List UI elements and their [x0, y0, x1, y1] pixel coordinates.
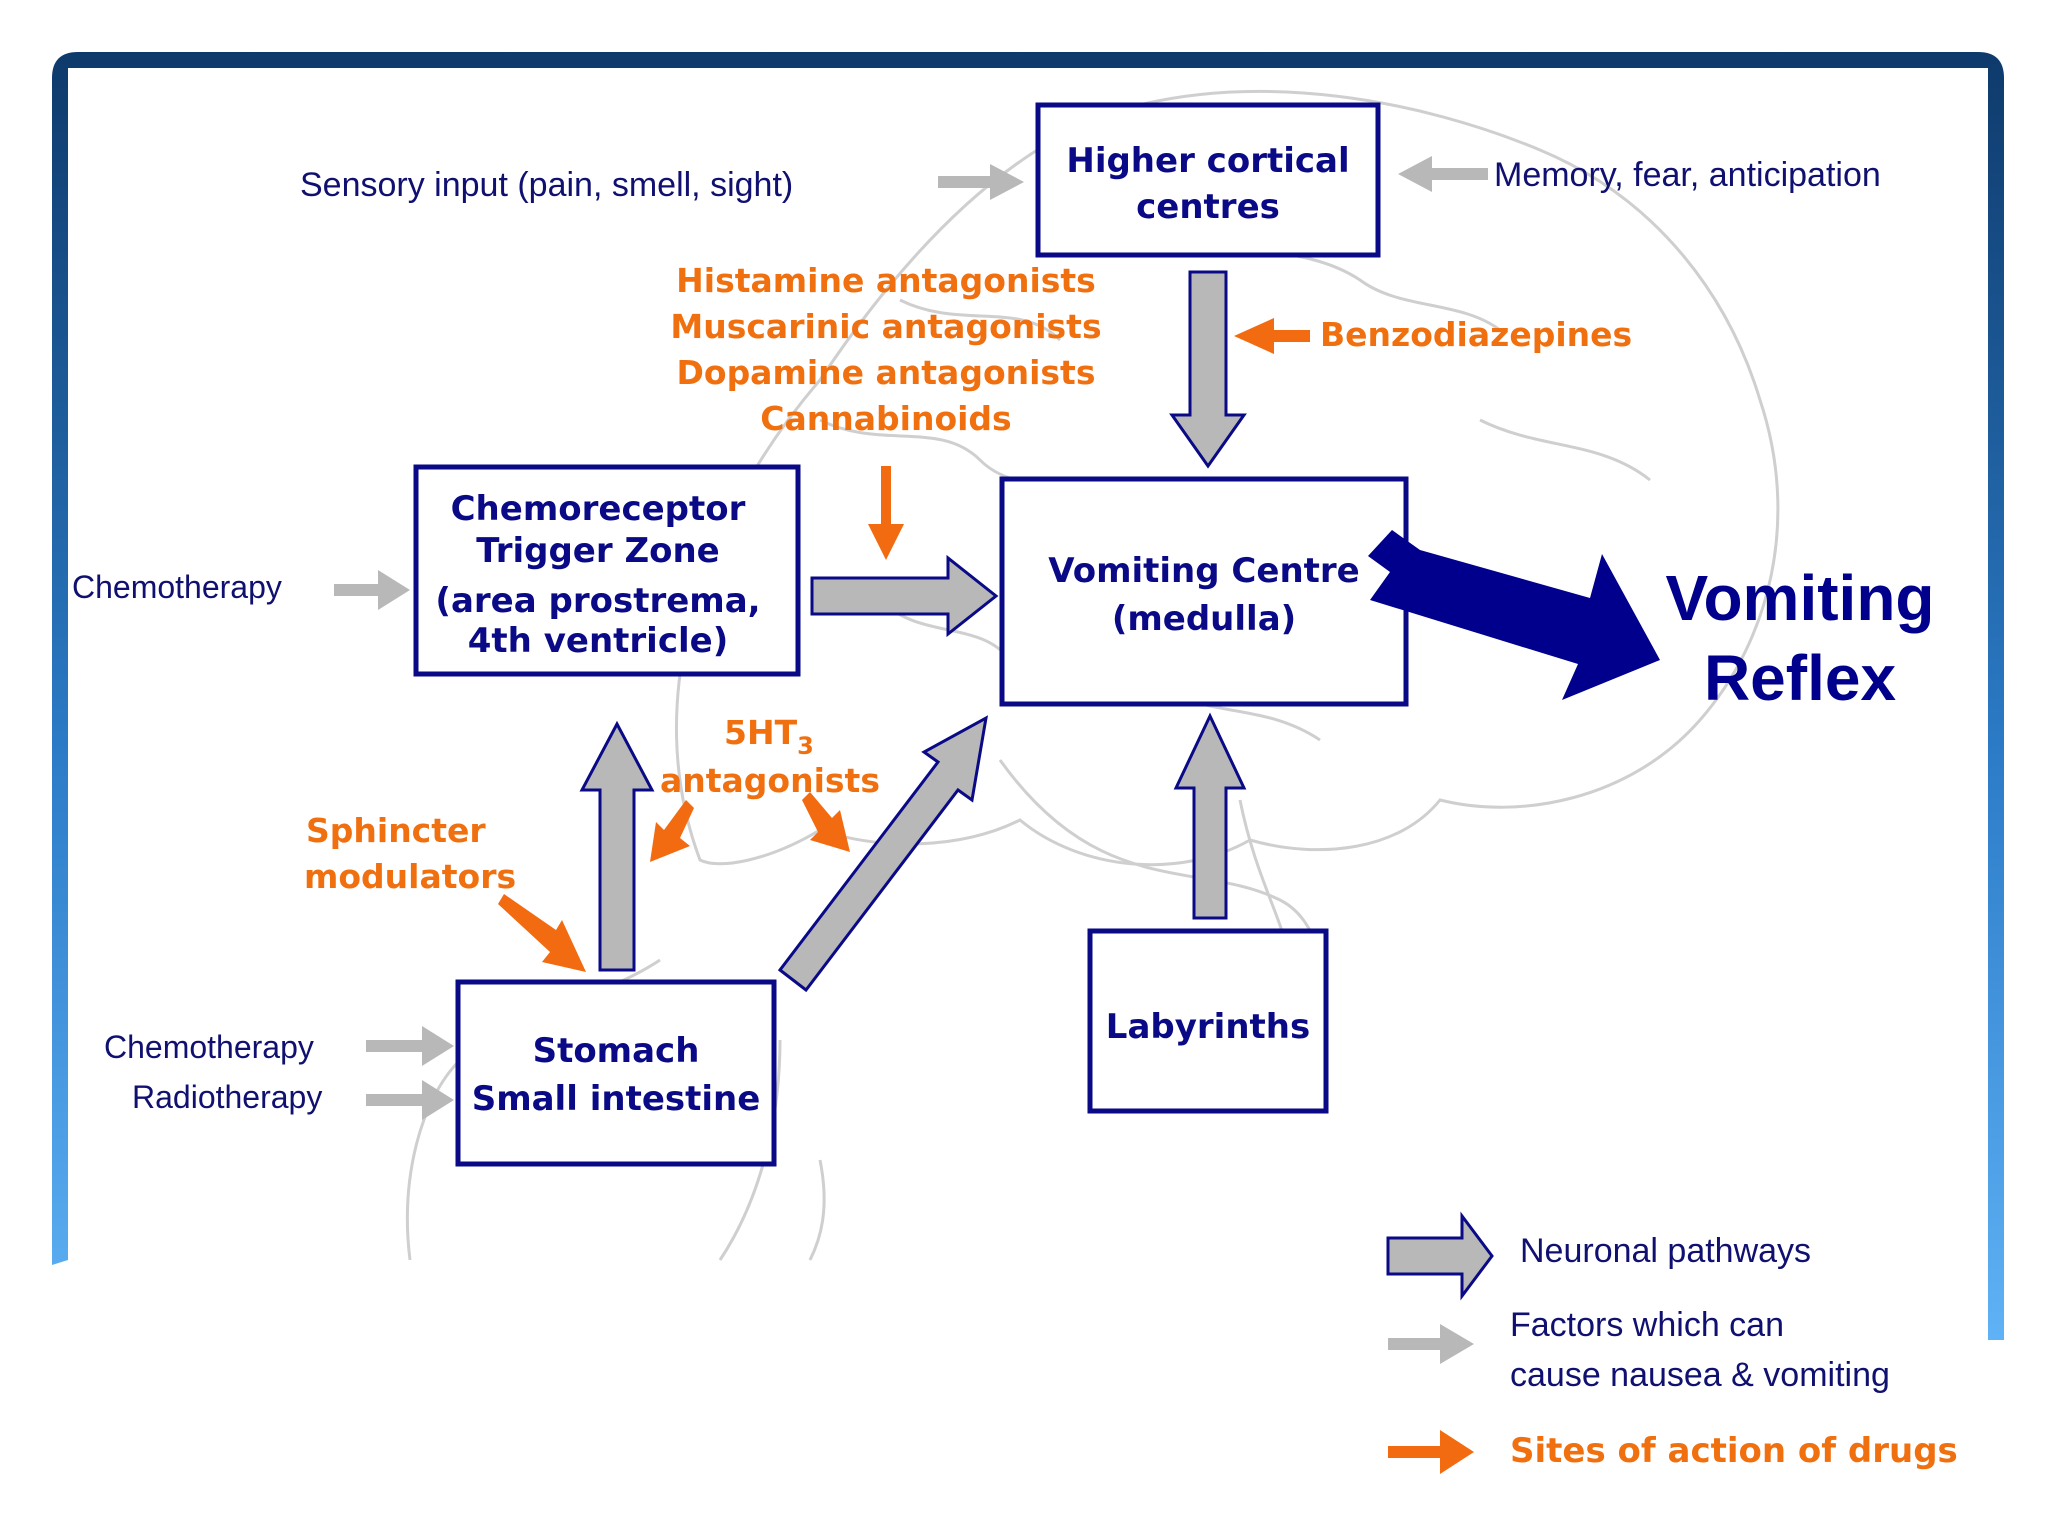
gray-block-arrow-icon — [1169, 270, 1247, 469]
legend-factors-line1: Factors which can — [1510, 1306, 1784, 1344]
gray-thin-arrow-icon — [366, 1026, 454, 1066]
gray-thin-arrow-icon — [1398, 156, 1488, 192]
ctz-line1: Chemoreceptor — [451, 489, 746, 529]
stomach-line2: Small intestine — [472, 1079, 761, 1119]
navy-reflex-arrow-icon — [1368, 530, 1660, 700]
gray-block-arrow-icon — [1173, 712, 1247, 920]
orange-arrow-icon — [1234, 318, 1310, 354]
gray-thin-arrow-icon — [1388, 1324, 1474, 1364]
drug-sphincter-line1: Sphincter — [306, 811, 486, 850]
orange-arrow-icon — [498, 894, 586, 972]
higher-cortical-box: Higher cortical centres — [1035, 102, 1381, 258]
factor-arrows — [334, 156, 1488, 1120]
drug-5ht3-label: 5HT3 — [724, 713, 814, 760]
ctz-line3: (area prostrema, — [435, 581, 760, 621]
drug-dopamine-antagonists: Dopamine antagonists — [677, 353, 1096, 392]
gray-block-arrow-icon — [579, 720, 655, 972]
neuronal-pathway-arrows — [579, 270, 1247, 993]
gray-block-arrow-icon — [777, 715, 989, 993]
vomiting-centre-box: Vomiting Centre (medulla) — [999, 476, 1409, 707]
drug-histamine-antagonists: Histamine antagonists — [676, 261, 1096, 300]
ctz-line2: Trigger Zone — [476, 531, 720, 571]
ctz-line4: 4th ventricle) — [468, 621, 728, 661]
radiotherapy-label: Radiotherapy — [132, 1079, 322, 1115]
stomach-line1: Stomach — [533, 1031, 700, 1071]
legend-neuronal-label: Neuronal pathways — [1520, 1232, 1811, 1270]
higher-cortical-line2: centres — [1136, 187, 1280, 227]
higher-cortical-line1: Higher cortical — [1066, 141, 1349, 181]
vomiting-centre-line1: Vomiting Centre — [1048, 551, 1359, 591]
legend: Neuronal pathways Factors which can caus… — [1386, 1211, 1958, 1474]
ctz-box: Chemoreceptor Trigger Zone (area prostre… — [413, 464, 801, 677]
drug-cannabinoids: Cannabinoids — [760, 399, 1011, 438]
orange-arrow-icon — [1388, 1430, 1474, 1474]
gray-thin-arrow-icon — [366, 1080, 454, 1120]
gray-block-arrow-icon — [1386, 1211, 1494, 1301]
vomiting-reflex-line2: Reflex — [1704, 642, 1897, 714]
gray-thin-arrow-icon — [938, 164, 1024, 200]
legend-drugs-label: Sites of action of drugs — [1510, 1431, 1958, 1471]
drug-benzodiazepines: Benzodiazepines — [1320, 315, 1632, 354]
sensory-input-label: Sensory input (pain, smell, sight) — [300, 166, 793, 204]
drug-sphincter-line2: modulators — [304, 857, 516, 896]
drug-5ht3-antagonists: antagonists — [660, 761, 880, 800]
labyrinths-box: Labyrinths — [1087, 928, 1329, 1114]
gray-block-arrow-icon — [810, 554, 999, 638]
gray-thin-arrow-icon — [334, 570, 410, 610]
drug-muscarinic-antagonists: Muscarinic antagonists — [670, 307, 1101, 346]
labyrinths-label: Labyrinths — [1106, 1007, 1310, 1047]
vomiting-reflex-line1: Vomiting — [1666, 562, 1935, 634]
stomach-box: Stomach Small intestine — [455, 979, 777, 1167]
legend-factors-line2: cause nausea & vomiting — [1510, 1356, 1890, 1394]
orange-arrow-icon — [650, 800, 694, 862]
chemotherapy-gut-label: Chemotherapy — [104, 1029, 314, 1065]
memory-fear-label: Memory, fear, anticipation — [1494, 156, 1881, 194]
orange-arrow-icon — [802, 792, 850, 852]
chemotherapy-ctz-label: Chemotherapy — [72, 569, 282, 605]
drug-arrows — [498, 318, 1310, 972]
orange-arrow-icon — [868, 466, 904, 560]
vomiting-centre-line2: (medulla) — [1112, 599, 1296, 639]
